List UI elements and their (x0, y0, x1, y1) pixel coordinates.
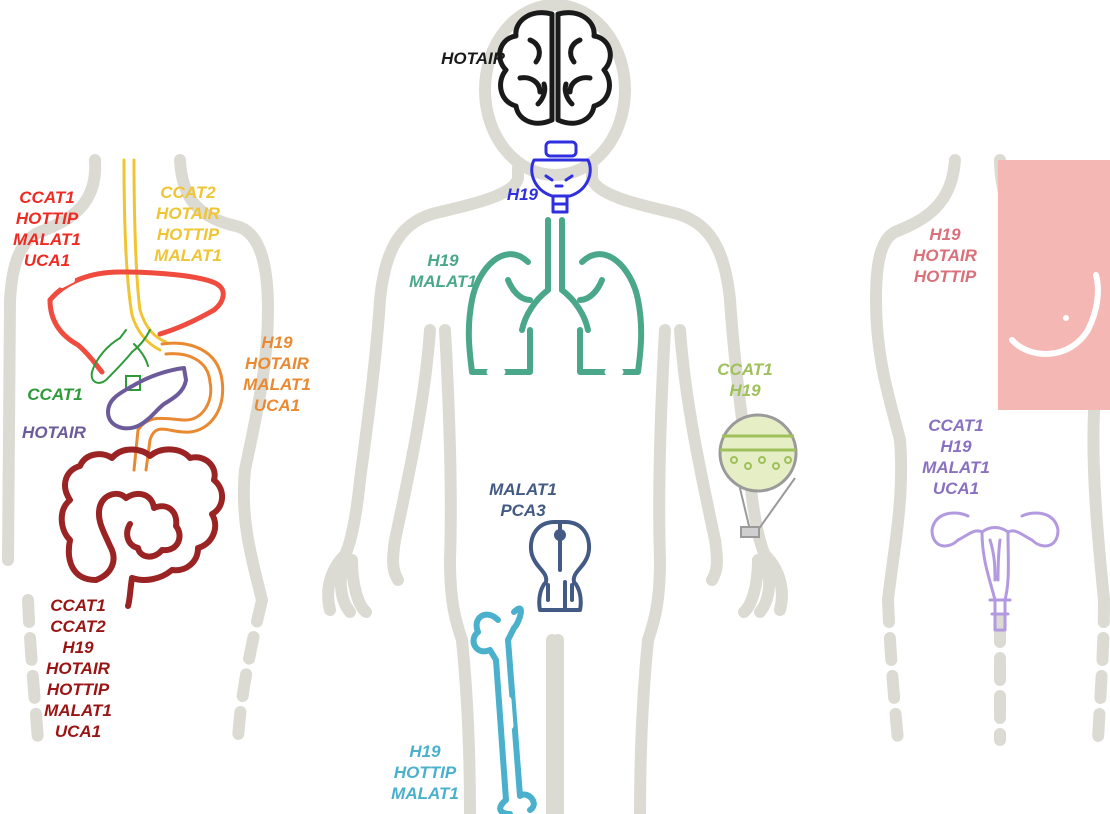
prostate-label-line: PCA3 (500, 501, 546, 520)
lungs-icon (469, 220, 641, 372)
bone-label-line: MALAT1 (391, 784, 459, 803)
uterus-label-line: H19 (940, 437, 972, 456)
brain-icon (500, 13, 611, 124)
uterus-label-line: UCA1 (933, 479, 979, 498)
thyroid-label: H19 (507, 185, 539, 204)
uterus-label-line: CCAT1 (928, 416, 983, 435)
brain-label: HOTAIR (441, 49, 506, 68)
uterus-label: CCAT1 H19 MALAT1 UCA1 (922, 416, 990, 498)
breast-icon (998, 160, 1110, 410)
esophagus-label-line: MALAT1 (154, 246, 222, 265)
lung-label: H19 MALAT1 (409, 251, 477, 291)
breast-label-line: HOTTIP (914, 267, 977, 286)
liver-label-line: MALAT1 (13, 230, 81, 249)
colon-label-line: HOTTIP (47, 680, 110, 699)
liver-label-line: CCAT1 (19, 188, 74, 207)
stomach-label: H19 HOTAIR MALAT1 UCA1 (243, 333, 311, 415)
lung-label-line: H19 (427, 251, 459, 270)
colon-label-line: CCAT2 (50, 617, 106, 636)
colon-label-line: H19 (62, 638, 94, 657)
pancreas-label-line: HOTAIR (22, 423, 87, 442)
gallbladder-label: CCAT1 (27, 385, 82, 404)
stomach-label-line: HOTAIR (245, 354, 310, 373)
bone-label-line: HOTTIP (394, 763, 457, 782)
breast-label-line: H19 (929, 225, 961, 244)
pancreas-label: HOTAIR (22, 423, 87, 442)
esophagus-label-line: HOTAIR (156, 204, 221, 223)
breast-label-line: HOTAIR (913, 246, 978, 265)
skin-label-line: H19 (729, 381, 761, 400)
liver-label-line: UCA1 (24, 251, 70, 270)
prostate-label: MALAT1 PCA3 (489, 480, 557, 520)
colon-label-line: CCAT1 (50, 596, 105, 615)
uterus-label-line: MALAT1 (922, 458, 990, 477)
colon-label: CCAT1 CCAT2 H19 HOTAIR HOTTIP MALAT1 UCA… (44, 596, 112, 741)
colon-label-line: MALAT1 (44, 701, 112, 720)
colon-label-line: UCA1 (55, 722, 101, 741)
gallbladder-label-line: CCAT1 (27, 385, 82, 404)
bone-label: H19 HOTTIP MALAT1 (391, 742, 459, 803)
prostate-icon (531, 522, 589, 610)
esophagus-label-line: HOTTIP (157, 225, 220, 244)
colon-icon (62, 449, 222, 606)
colon-label-line: HOTAIR (46, 659, 111, 678)
skin-label-line: CCAT1 (717, 360, 772, 379)
esophagus-label-line: CCAT2 (160, 183, 216, 202)
uterus-icon (932, 513, 1058, 630)
stomach-label-line: UCA1 (254, 396, 300, 415)
stomach-label-line: H19 (261, 333, 293, 352)
breast-label: H19 HOTAIR HOTTIP (913, 225, 978, 286)
stomach-label-line: MALAT1 (243, 375, 311, 394)
bone-label-line: H19 (409, 742, 441, 761)
center-body-silhouette (328, 5, 782, 814)
brain-label-line: HOTAIR (441, 49, 506, 68)
bone-icon (474, 608, 534, 814)
prostate-label-line: MALAT1 (489, 480, 557, 499)
thyroid-label-line: H19 (507, 185, 539, 204)
skin-label: CCAT1 H19 (717, 360, 772, 400)
liver-label-line: HOTTIP (16, 209, 79, 228)
lung-label-line: MALAT1 (409, 272, 477, 291)
